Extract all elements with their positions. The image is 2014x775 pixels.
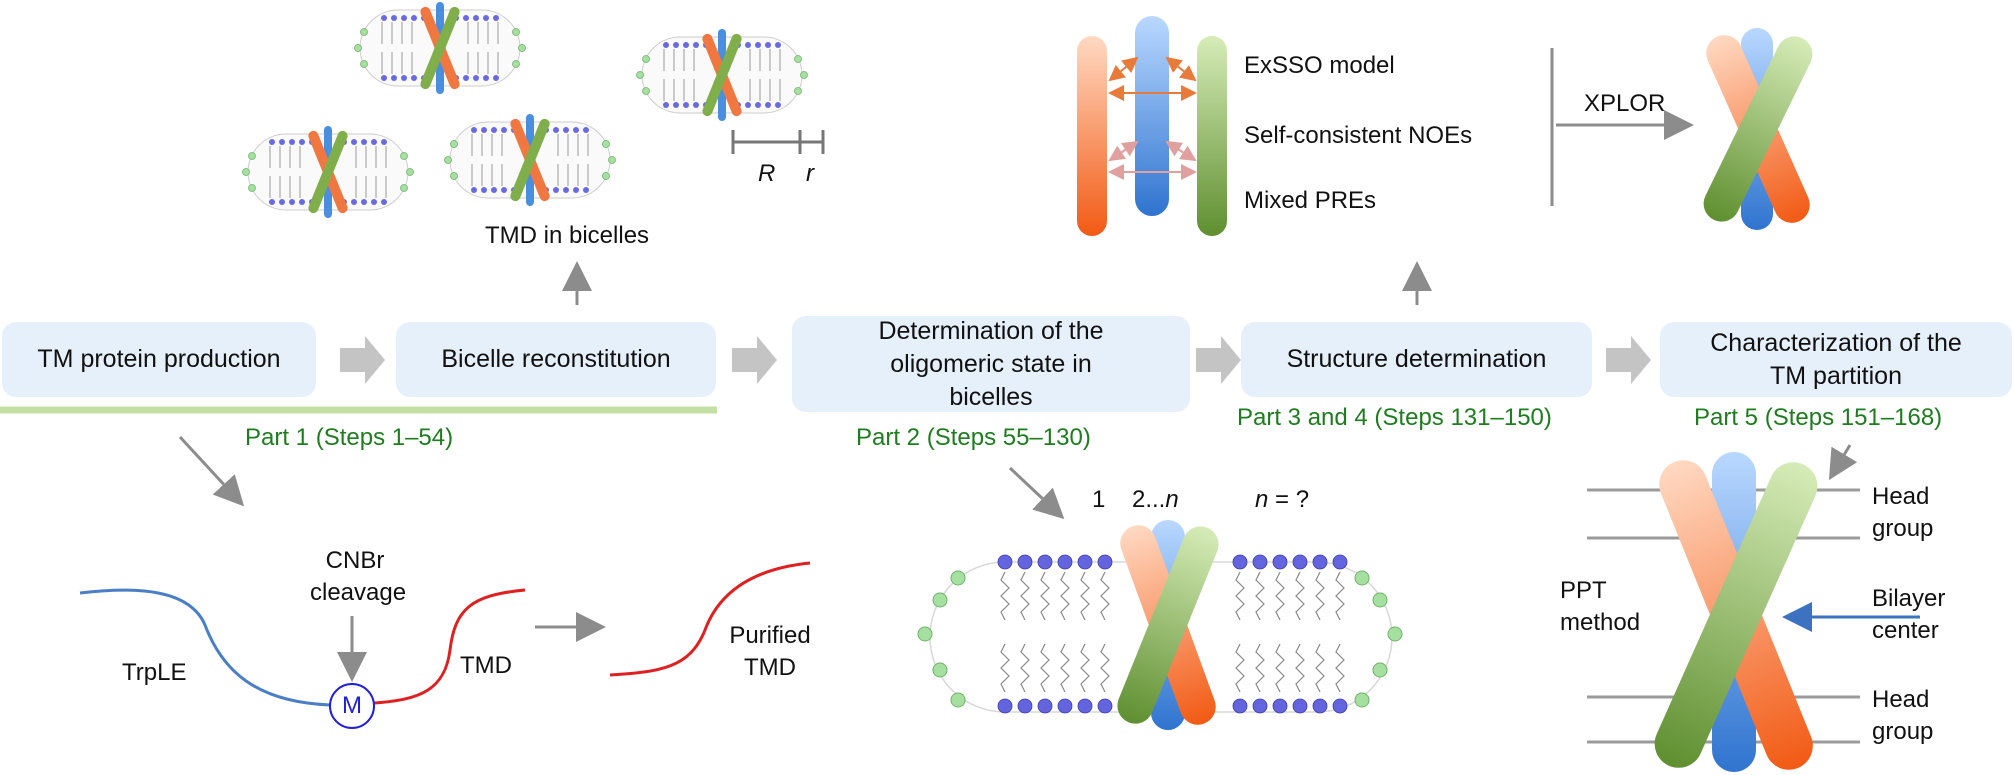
bilayer-line-1: Bilayer	[1872, 585, 1946, 612]
bilayer-center-label: Bilayer center	[1872, 583, 1945, 647]
arrow-to-oligomer	[1008, 466, 1065, 520]
head-top-line-1: Head	[1872, 483, 1930, 510]
large-bicelle	[917, 554, 1403, 714]
bicelles-caption: TMD in bicelles	[485, 222, 650, 249]
part-1-label: Part 1 (Steps 1–54)	[245, 424, 454, 451]
partition-helices	[1654, 452, 1818, 772]
bicelle-icon-1	[354, 1, 526, 95]
n-question: = ?	[1268, 486, 1310, 513]
head-group-bottom: Head group	[1872, 684, 1933, 748]
step-arrows	[340, 336, 1651, 384]
cnbr-line-2: cleavage	[310, 579, 407, 606]
head-top-line-2: group	[1872, 515, 1934, 542]
head-group-top: Head group	[1872, 481, 1933, 545]
head-bottom-line-2: group	[1872, 718, 1934, 745]
purified-tmd-chain	[609, 561, 811, 677]
methionine-marker: M	[329, 683, 375, 729]
step-bicelle-reconstitution: Bicelle reconstitution	[396, 322, 716, 397]
oligomer-n-question: n = ?	[1255, 484, 1309, 516]
step-structure-determination: Structure determination	[1241, 322, 1592, 397]
noes-label: Self-consistent NOEs	[1244, 122, 1473, 149]
radius-scale-bar	[731, 130, 825, 154]
radius-big-label: R	[758, 160, 776, 187]
n-var: n	[1255, 486, 1269, 513]
purified-line-1: Purified	[729, 622, 811, 649]
final-structure-helices	[1703, 28, 1813, 230]
trpLE-label: TrpLE	[122, 659, 187, 686]
part-2-label: Part 2 (Steps 55–130)	[856, 424, 1091, 451]
tmd-label: TMD	[460, 652, 512, 679]
bicelle-icon-4	[444, 113, 616, 207]
bicelle-icon-3	[242, 125, 414, 219]
radius-small-label: r	[806, 160, 814, 187]
purified-line-2: TMD	[744, 654, 796, 681]
bicelle-icon-2	[636, 28, 808, 122]
xplor-label: XPLOR	[1584, 90, 1666, 117]
oligomer-two-n: 2...n	[1132, 484, 1179, 516]
trpLE-chain	[79, 588, 350, 707]
step-oligomeric-state: Determination of the oligomeric state in…	[792, 316, 1190, 412]
two-n-prefix: 2...	[1132, 486, 1166, 513]
head-bottom-line-1: Head	[1872, 686, 1930, 713]
arrow-to-cleavage	[178, 435, 245, 507]
ppt-method-label: PPT method	[1560, 575, 1640, 639]
cnbr-label: CNBr cleavage	[310, 545, 407, 609]
ppt-line-2: method	[1560, 609, 1641, 636]
step-tm-partition: Characterization of the TM partition	[1660, 322, 2012, 397]
purified-tmd-label: Purified TMD	[715, 620, 825, 684]
oligomer-one: 1	[1092, 486, 1106, 513]
pres-label: Mixed PREs	[1244, 187, 1377, 214]
part-5-label: Part 5 (Steps 151–168)	[1694, 404, 1943, 431]
cnbr-line-1: CNBr	[325, 547, 385, 574]
restraint-helix-model	[1077, 16, 1227, 236]
step-tm-protein-production: TM protein production	[2, 322, 316, 397]
bicelle-helix-trimer	[1117, 520, 1219, 730]
two-n-var: n	[1165, 486, 1179, 513]
arrow-to-partition	[1828, 444, 1858, 481]
tmd-chain	[373, 588, 526, 705]
ppt-line-1: PPT	[1560, 577, 1607, 604]
exsso-label: ExSSO model	[1244, 52, 1395, 79]
part-3-4-label: Part 3 and 4 (Steps 131–150)	[1237, 404, 1552, 431]
bilayer-line-2: center	[1872, 617, 1939, 644]
